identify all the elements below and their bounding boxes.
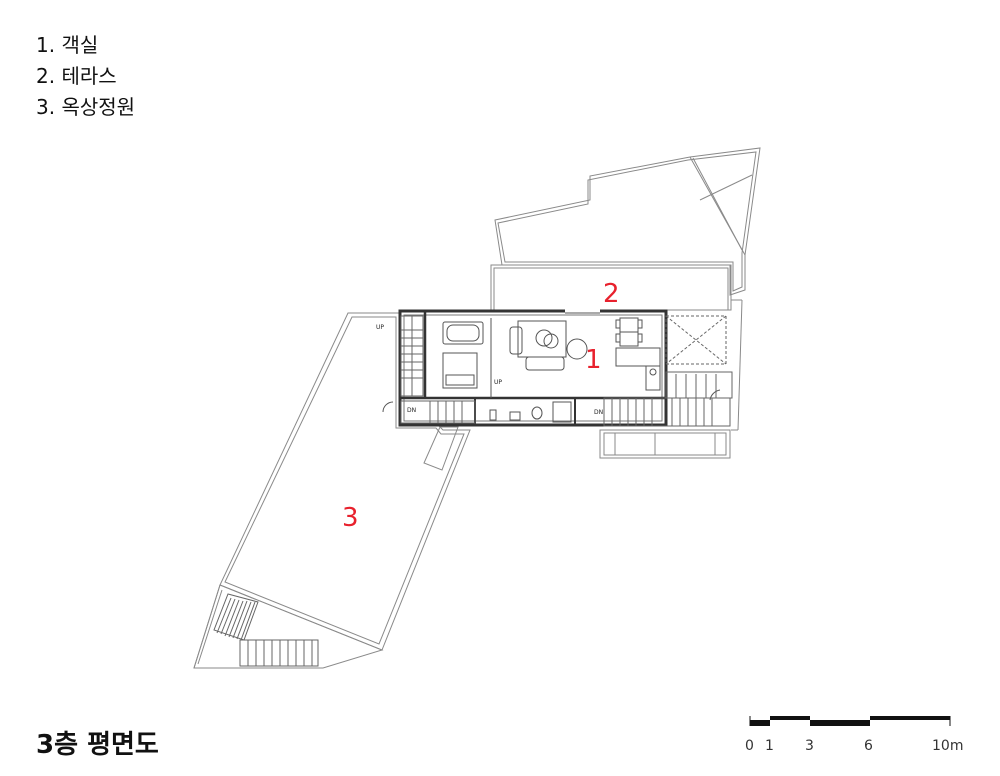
scale-tick-10m: 10m: [932, 738, 963, 754]
room-label-1: 1: [585, 345, 602, 375]
building-walls: [398, 309, 668, 427]
lower-deck: [599, 429, 731, 459]
legend-item-terrace: 2. 테라스: [36, 64, 117, 88]
left-stair: [400, 315, 476, 424]
upper-roof-outline: [494, 147, 761, 296]
plan-title: 3층 평면도: [36, 730, 159, 760]
legend: 1. 객실 2. 테라스 3. 옥상정원: [36, 30, 135, 123]
scale-tick-3: 3: [805, 738, 814, 754]
furniture: [382, 317, 721, 423]
room-label-2: 2: [603, 279, 620, 309]
scale-tick-1: 1: [765, 738, 774, 754]
rooftop-garden-outline: [193, 312, 471, 669]
up-label-left: UP: [376, 324, 384, 331]
dn-label-right: DN: [594, 409, 603, 416]
legend-item-rooftop-garden: 3. 옥상정원: [36, 95, 136, 119]
scale-bar-segments: [749, 716, 951, 726]
rooftop-stair: [213, 593, 319, 667]
dn-label-left: DN: [407, 407, 416, 414]
up-label-center: UP: [494, 379, 502, 386]
scale-tick-0: 0: [745, 738, 754, 754]
scale-bar: 0 1 3 6 10m: [745, 716, 963, 754]
floor-plan: 1 2 3 UP UP DN DN: [193, 147, 761, 669]
legend-item-guestroom: 1. 객실: [36, 33, 99, 57]
scale-tick-6: 6: [864, 738, 873, 754]
room-label-3: 3: [342, 503, 359, 533]
right-stair: [603, 315, 733, 427]
